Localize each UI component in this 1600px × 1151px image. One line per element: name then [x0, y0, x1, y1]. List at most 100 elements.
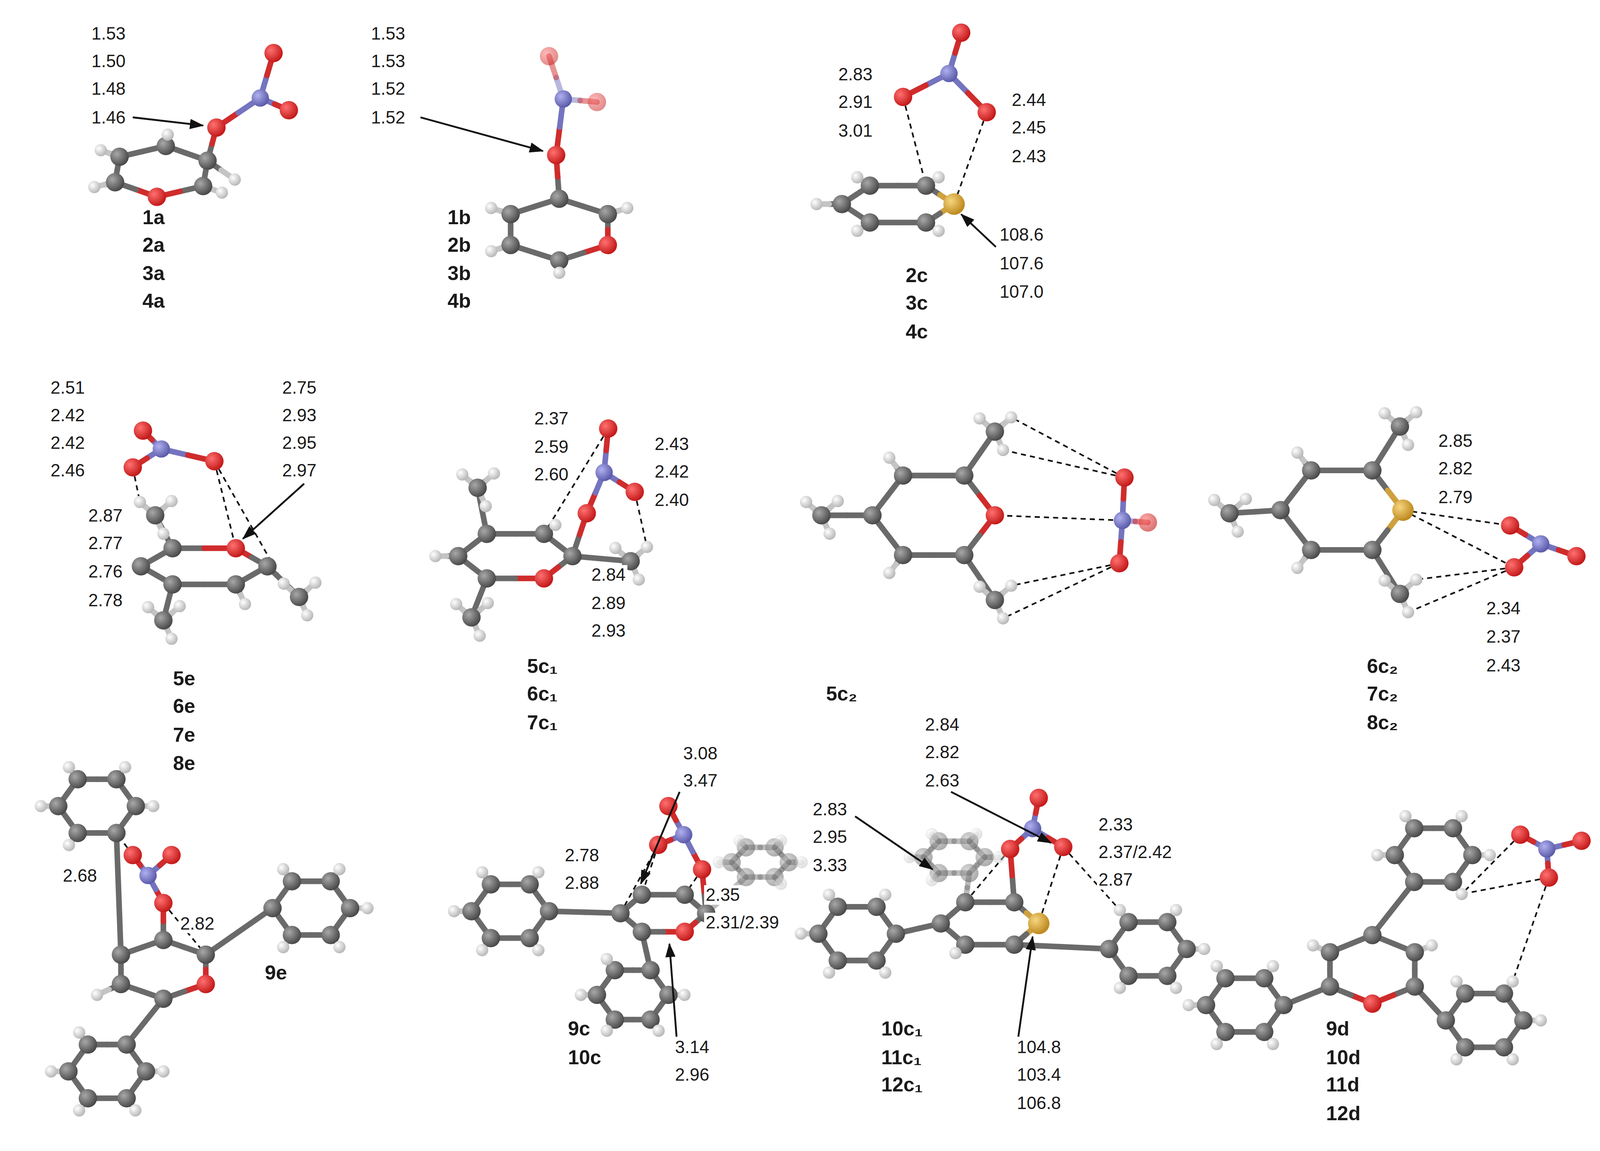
atom: [136, 1062, 156, 1081]
atom: [1177, 939, 1197, 958]
atom: [1511, 825, 1530, 844]
distance-label: 2.85: [1436, 431, 1475, 451]
atom: [574, 988, 588, 1001]
atom: [893, 466, 913, 485]
compound-label: 4b: [445, 290, 473, 313]
distance-label: 2.37: [1484, 626, 1523, 647]
atom: [1004, 893, 1024, 912]
distance-label: 2.33: [1096, 814, 1135, 834]
distance-label: 1.53: [369, 23, 407, 44]
atom: [925, 873, 939, 887]
atom: [956, 893, 975, 912]
atom: [932, 171, 946, 184]
distance-label: 2.91: [836, 92, 875, 112]
atom: [449, 597, 463, 611]
atom: [154, 610, 173, 630]
distance-label: 106.8: [1015, 1093, 1063, 1113]
atom: [1291, 446, 1304, 459]
atom: [462, 901, 481, 921]
atom: [1170, 981, 1183, 995]
atom: [985, 505, 1005, 525]
atom: [147, 187, 167, 207]
atom: [111, 974, 131, 994]
atom: [62, 760, 76, 774]
atom: [795, 855, 808, 869]
atom: [554, 90, 572, 108]
atom: [1371, 848, 1384, 862]
atom: [477, 569, 496, 588]
atom: [779, 852, 799, 872]
atom: [985, 590, 1005, 609]
atom: [479, 499, 492, 513]
atom: [1363, 461, 1382, 480]
distance-label: 2.96: [673, 1064, 711, 1085]
atom: [1029, 788, 1048, 808]
compound-label: 12c₁: [879, 1073, 925, 1096]
distance-label: 3.01: [836, 121, 875, 141]
atom: [173, 599, 186, 613]
atom: [620, 201, 634, 215]
atom: [997, 612, 1010, 625]
distance-label: 2.84: [923, 714, 962, 735]
atom: [532, 943, 545, 957]
atom: [1301, 540, 1321, 560]
distance-label: 1.53: [369, 51, 407, 71]
atom: [162, 845, 181, 865]
atom: [1538, 840, 1556, 858]
atom: [1028, 912, 1050, 935]
atom: [49, 796, 68, 816]
compound-label: 4a: [140, 290, 167, 313]
atom: [1385, 845, 1405, 865]
bonds: [40, 32, 1582, 1111]
atom: [1455, 887, 1469, 901]
contact-line: [214, 461, 284, 584]
distance-label: 104.8: [1015, 1037, 1063, 1057]
atom: [1363, 540, 1382, 560]
distance-label: 2.97: [280, 460, 319, 480]
atom: [163, 539, 182, 558]
atom: [916, 176, 936, 195]
compound-label: 7c₂: [1365, 682, 1400, 705]
atom: [157, 527, 170, 540]
atom: [1113, 511, 1131, 529]
atom: [1100, 939, 1119, 958]
atom: [955, 545, 974, 565]
atom: [925, 827, 939, 841]
distance-label: 2.78: [86, 590, 125, 610]
distance-label: 1.48: [89, 79, 128, 99]
atom: [501, 235, 520, 255]
atom: [893, 87, 913, 107]
distance-label: 2.95: [811, 827, 849, 847]
compound-label: 1a: [140, 206, 167, 229]
compound-label: 5c₁: [525, 655, 560, 678]
atom: [161, 128, 175, 141]
compound-label: 11c₁: [879, 1046, 924, 1069]
atoms: [34, 23, 1591, 1117]
distance-label: 2.59: [532, 437, 571, 457]
atom: [860, 176, 880, 195]
leader-arrow: [132, 117, 203, 126]
atom: [547, 145, 566, 165]
compound-label: 1b: [445, 206, 473, 229]
atom: [625, 482, 644, 502]
distance-label: 2.45: [1010, 117, 1048, 138]
atom: [429, 549, 442, 563]
atom: [822, 966, 836, 979]
atom: [774, 877, 788, 890]
atom: [1266, 959, 1280, 973]
atom: [722, 852, 741, 872]
atom: [468, 478, 487, 497]
atom: [123, 457, 142, 477]
atom: [1506, 1052, 1519, 1066]
atom: [1182, 999, 1195, 1012]
atom: [141, 600, 155, 614]
atom: [675, 885, 695, 904]
atom: [1410, 405, 1423, 419]
atom: [851, 171, 864, 184]
atom: [1450, 1052, 1463, 1066]
distance-label: 2.88: [563, 873, 601, 893]
atom: [73, 1026, 86, 1039]
atom: [883, 451, 896, 464]
atom: [276, 940, 290, 954]
